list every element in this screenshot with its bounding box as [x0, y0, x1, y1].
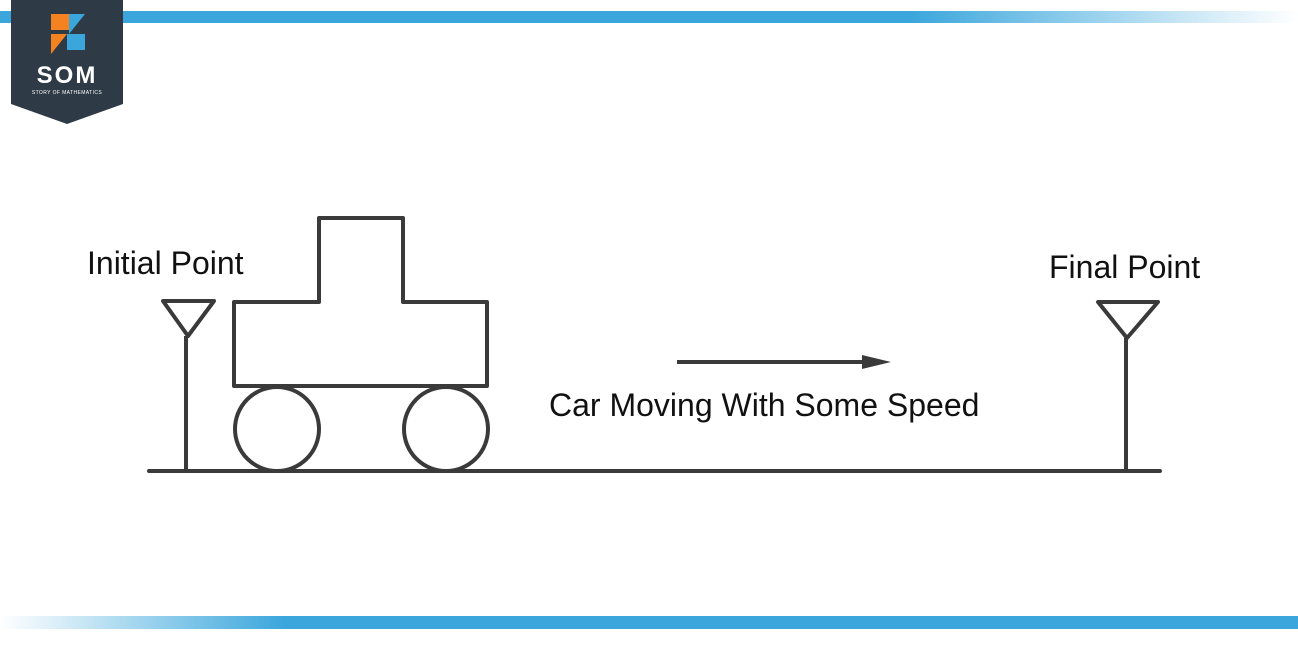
final-point-label: Final Point: [1049, 249, 1201, 285]
logo-text: SOM: [36, 62, 98, 89]
motion-label: Car Moving With Some Speed: [549, 387, 980, 423]
som-logo-icon: [51, 14, 85, 54]
final-point-marker: [1096, 300, 1160, 471]
car-body: [232, 216, 489, 388]
car-rear-wheel: [233, 385, 321, 473]
motion-arrow: [677, 355, 891, 369]
logo-subtitle: STORY OF MATHEMATICS: [31, 90, 103, 96]
bottom-accent-bar: [0, 616, 1298, 629]
initial-point-marker: [161, 299, 216, 471]
car-front-wheel: [402, 385, 490, 473]
som-logo: [11, 0, 123, 124]
car: [232, 216, 490, 473]
top-accent-bar: [0, 11, 1298, 23]
initial-point-label: Initial Point: [87, 245, 244, 281]
